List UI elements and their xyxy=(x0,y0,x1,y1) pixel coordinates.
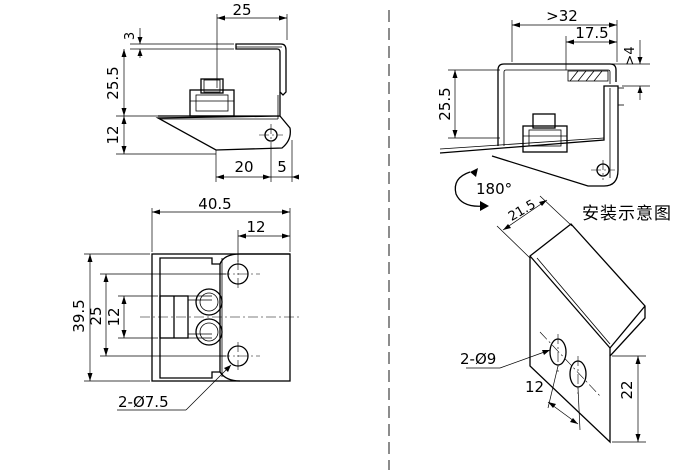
install-door-plate xyxy=(439,85,619,187)
dim-side-base: 12 xyxy=(104,125,122,144)
dim-side-width: 25 xyxy=(232,1,251,19)
dim-front-height: 39.5 xyxy=(70,299,88,332)
dim-front-inner: 12 xyxy=(105,307,123,326)
dim-front-holes: 2-Ø7.5 xyxy=(118,393,169,411)
front-view: 40.5 12 39.5 25 12 2-Ø7.5 xyxy=(70,195,300,411)
install-frame xyxy=(497,63,617,146)
dim-front-pitch: 25 xyxy=(87,306,105,325)
dim-cutout-pitch: 12 xyxy=(525,378,544,396)
dim-front-hole-x: 12 xyxy=(246,218,265,236)
front-plate xyxy=(219,253,290,382)
side-view: 25 3 25.5 12 20 5 xyxy=(104,1,299,182)
front-outline xyxy=(151,253,291,382)
install-hatch-block xyxy=(567,70,609,82)
rotation-arrow-icon xyxy=(454,171,485,207)
cutout-view: 21.5 2-Ø9 12 22 xyxy=(460,195,646,444)
dim-install-height: 25.5 xyxy=(436,87,454,120)
side-latch-block xyxy=(189,89,235,117)
dim-side-hole-edge: 5 xyxy=(277,158,287,176)
dim-cutout-width: 21.5 xyxy=(506,197,539,224)
dim-cutout-holes: 2-Ø9 xyxy=(460,350,496,368)
front-latch-housing xyxy=(159,257,221,379)
cutout-panel-outline xyxy=(529,223,646,444)
dim-install-inner: 17.5 xyxy=(575,24,608,42)
dim-front-width: 40.5 xyxy=(198,195,231,213)
dim-side-height: 25.5 xyxy=(104,66,122,99)
dim-install-gap: >4 xyxy=(623,46,638,65)
side-bracket-outline xyxy=(235,43,287,96)
rotation-label: 180° xyxy=(476,180,512,198)
dim-install-overall: >32 xyxy=(546,7,578,25)
install-view: >32 17.5 >4 25.5 180° 安装示意图 xyxy=(436,7,672,224)
install-diagram-label: 安装示意图 xyxy=(582,204,672,224)
dim-side-thickness: 3 xyxy=(123,32,138,40)
dim-cutout-height: 22 xyxy=(618,380,636,399)
dim-side-hole-offset: 20 xyxy=(234,158,253,176)
install-latch-block xyxy=(522,125,568,153)
